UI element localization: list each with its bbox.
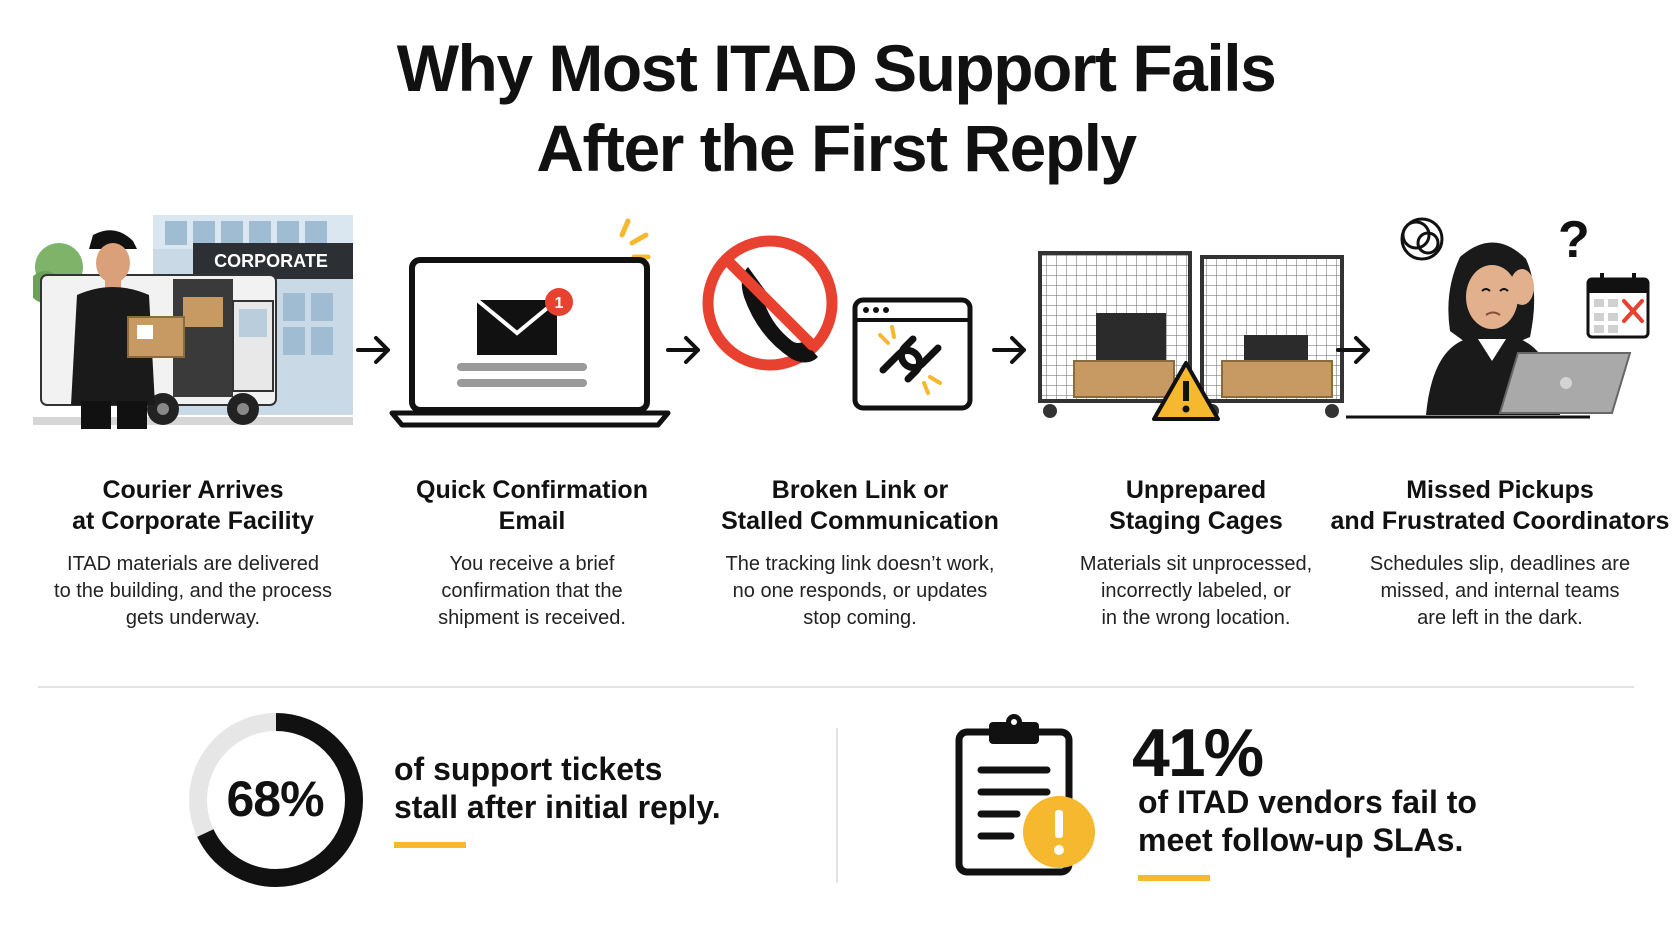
step-heading: Unprepared Staging Cages xyxy=(1109,476,1283,535)
laptop-email-illustration: 1 xyxy=(372,205,692,450)
stat-text-tickets: of support tickets stall after initial r… xyxy=(394,751,721,825)
warning-triangle-icon xyxy=(1152,361,1220,421)
horizontal-divider xyxy=(38,686,1634,688)
step-description: The tracking link doesn’t work, no one r… xyxy=(725,553,995,629)
title-line-1: Why Most ITAD Support Fails xyxy=(396,31,1277,105)
step-heading: Missed Pickups and Frustrated Coordinato… xyxy=(1330,476,1670,535)
scribble-icon xyxy=(1400,217,1444,261)
page-title: Why Most ITAD Support Fails After the Fi… xyxy=(0,28,1672,188)
step-description: Materials sit unprocessed, incorrectly l… xyxy=(1079,553,1313,629)
title-line-2: After the First Reply xyxy=(536,111,1137,185)
step-description: You receive a brief confirmation that th… xyxy=(438,553,626,629)
stat-value-68: 68% xyxy=(226,771,324,827)
clipboard-warning-icon xyxy=(955,710,1105,885)
vertical-divider xyxy=(836,728,838,883)
step-heading: Quick Confirmation Email xyxy=(416,476,648,535)
calendar-icon xyxy=(1586,273,1650,339)
arrow-right-icon xyxy=(990,333,1030,372)
frustrated-coordinator-illustration: ? xyxy=(1340,205,1660,450)
notification-badge xyxy=(545,288,573,316)
question-mark-icon: ? xyxy=(1558,211,1590,269)
arrow-right-icon xyxy=(354,333,394,372)
arrow-right-icon xyxy=(664,333,704,372)
accent-underline xyxy=(394,842,466,848)
broken-link-illustration xyxy=(700,205,1020,450)
donut-progress xyxy=(186,710,366,895)
broken-link-icon xyxy=(852,297,973,411)
courier-delivery-illustration: CORPORATE xyxy=(33,205,353,450)
staging-cages-illustration xyxy=(1036,205,1356,450)
step-heading: Courier Arrives at Corporate Facility xyxy=(72,476,314,535)
stat-text-vendors: of ITAD vendors fail to meet follow-up S… xyxy=(1138,784,1477,858)
step-description: ITAD materials are delivered to the buil… xyxy=(54,553,332,629)
arrow-right-icon xyxy=(1334,333,1374,372)
step-heading: Broken Link or Stalled Communication xyxy=(721,476,999,535)
step-description: Schedules slip, deadlines are missed, an… xyxy=(1369,553,1631,629)
no-phone-icon xyxy=(702,235,838,371)
corporate-sign: CORPORATE xyxy=(214,251,328,271)
accent-underline xyxy=(1138,875,1210,881)
stat-value-41: 41% xyxy=(1132,715,1264,791)
svg-text:1: 1 xyxy=(555,295,564,312)
